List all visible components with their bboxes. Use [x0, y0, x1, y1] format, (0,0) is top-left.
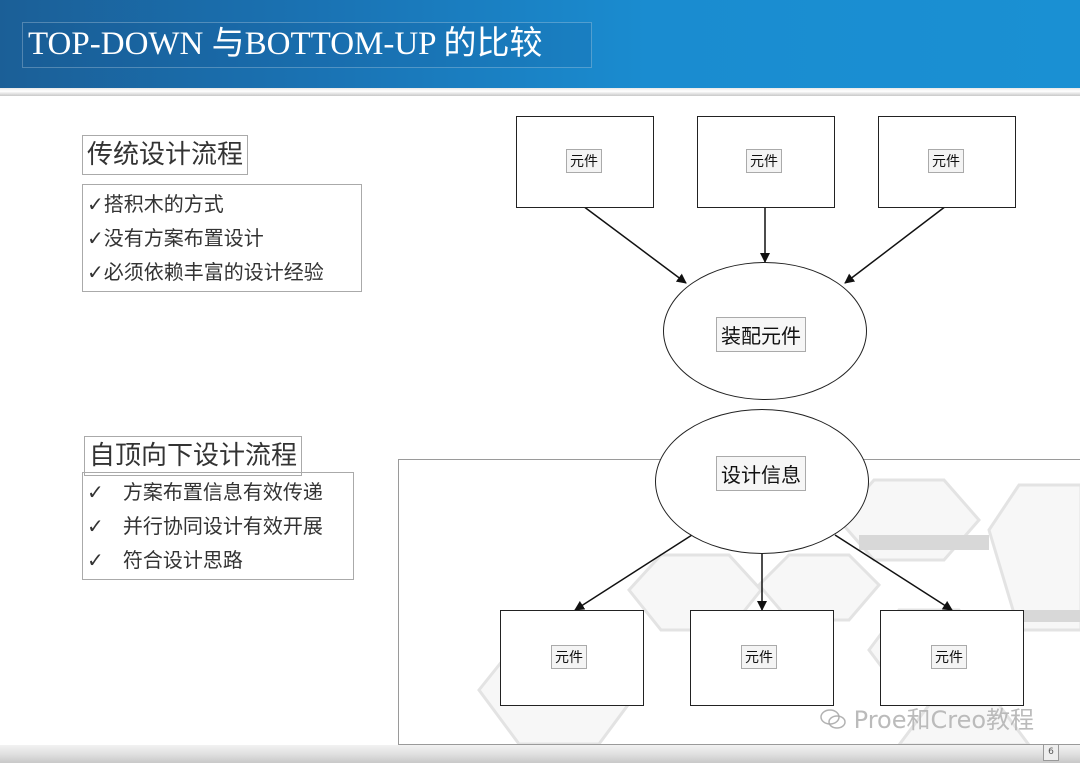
topdown-item: ✓ 符合设计思路: [87, 548, 243, 572]
slide-footer: [0, 745, 1080, 763]
title-frame: [22, 22, 592, 68]
traditional-item: ✓必须依赖丰富的设计经验: [87, 260, 324, 284]
component-label: 元件: [928, 149, 964, 173]
traditional-item: ✓搭积木的方式: [87, 192, 224, 216]
watermark-text: Proe和Creo教程: [853, 706, 1035, 734]
component-box: 元件: [516, 116, 654, 208]
traditional-item: ✓没有方案布置设计: [87, 226, 264, 250]
component-box: 元件: [690, 610, 834, 706]
header-divider: [0, 88, 1080, 96]
component-box: 元件: [880, 610, 1024, 706]
component-label: 元件: [566, 149, 602, 173]
slide-header: [0, 0, 1080, 88]
component-box: 元件: [878, 116, 1016, 208]
component-box: 元件: [500, 610, 644, 706]
watermark: Proe和Creo教程: [820, 700, 1034, 735]
component-label: 元件: [741, 645, 777, 669]
component-label: 元件: [931, 645, 967, 669]
component-label: 元件: [746, 149, 782, 173]
assembly-ellipse: 装配元件: [663, 262, 867, 400]
topdown-item: ✓ 并行协同设计有效开展: [87, 514, 323, 538]
design-info-label: 设计信息: [716, 456, 806, 491]
traditional-heading: 传统设计流程: [82, 135, 249, 175]
topdown-list: ✓ 方案布置信息有效传递 ✓ 并行协同设计有效开展 ✓ 符合设计思路: [82, 472, 354, 580]
page-number: 6: [1043, 744, 1059, 761]
topdown-item: ✓ 方案布置信息有效传递: [87, 480, 323, 504]
slide-title: TOP-DOWN 与BOTTOM-UP 的比较: [28, 26, 543, 62]
wechat-icon: [820, 709, 846, 729]
assembly-label: 装配元件: [716, 317, 806, 352]
design-info-ellipse: 设计信息: [655, 409, 869, 554]
component-label: 元件: [551, 645, 587, 669]
topdown-heading: 自顶向下设计流程: [84, 436, 303, 476]
component-box: 元件: [697, 116, 835, 208]
traditional-list: ✓搭积木的方式 ✓没有方案布置设计 ✓必须依赖丰富的设计经验: [82, 184, 362, 292]
